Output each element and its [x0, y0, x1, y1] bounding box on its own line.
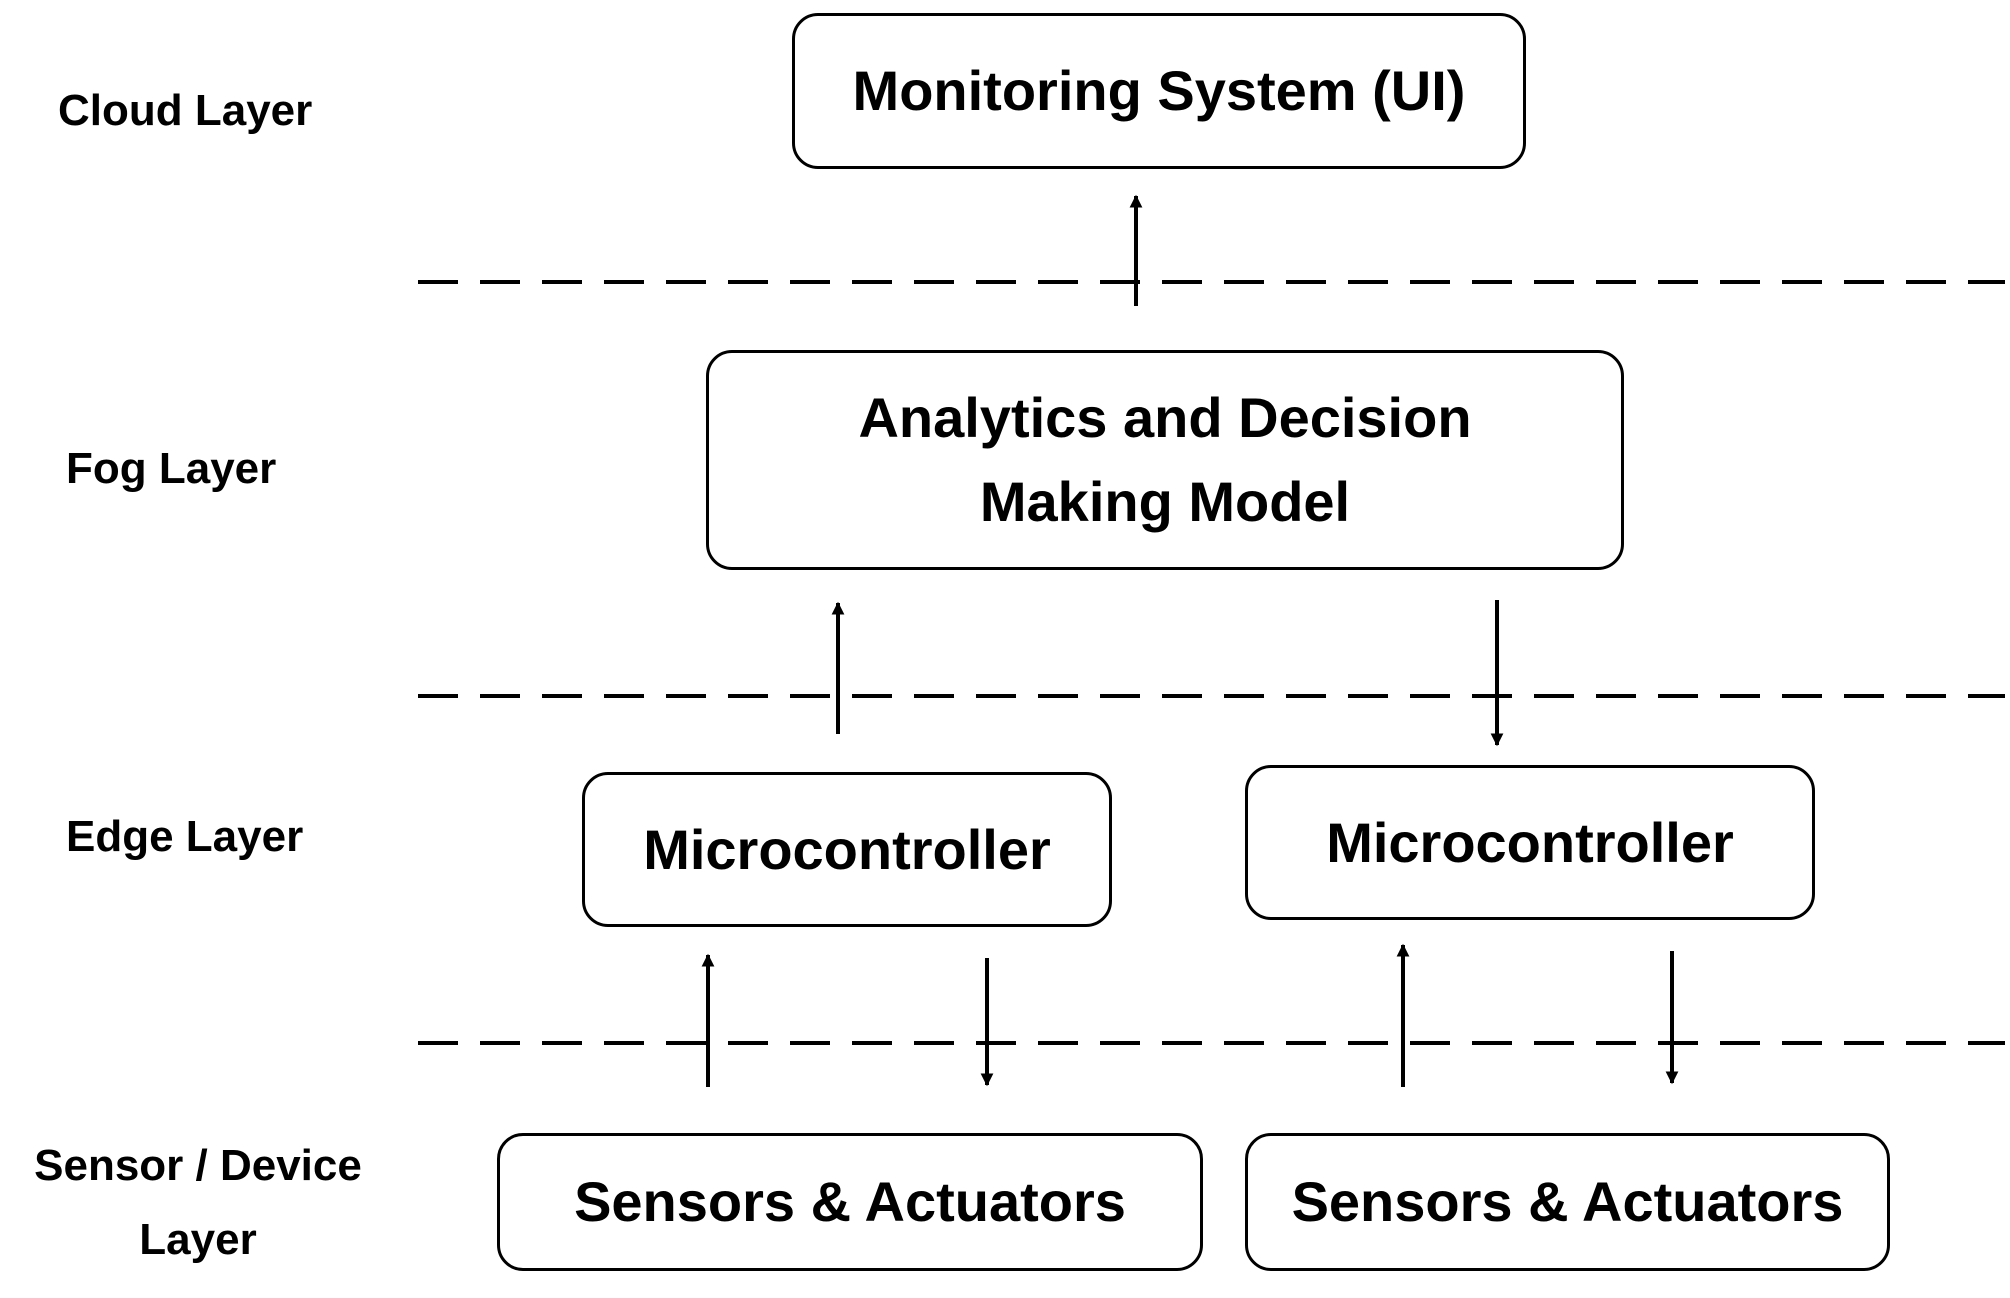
box-microcontroller-left: Microcontroller	[582, 772, 1112, 927]
box-sensors-actuators-left: Sensors & Actuators	[497, 1133, 1203, 1271]
label-cloud-layer: Cloud Layer	[58, 86, 313, 135]
box-microcontroller-right-text: Microcontroller	[1326, 810, 1734, 874]
label-fog-layer: Fog Layer	[66, 444, 277, 493]
box-microcontroller-right: Microcontroller	[1245, 765, 1815, 920]
box-monitoring-system-text: Monitoring System (UI)	[852, 59, 1466, 122]
box-analytics-line1: Analytics and Decision	[858, 386, 1472, 449]
box-microcontroller-left-text: Microcontroller	[643, 817, 1051, 881]
label-sensor-device-layer-line2: Layer	[139, 1215, 257, 1264]
label-sensor-device-layer-line1: Sensor / Device	[34, 1141, 362, 1190]
box-sensors-actuators-right: Sensors & Actuators	[1245, 1133, 1890, 1271]
box-analytics-line2: Making Model	[979, 470, 1351, 533]
label-sensor-device-layer: Sensor / Device Layer	[12, 1129, 384, 1277]
box-sensors-actuators-right-text: Sensors & Actuators	[1291, 1170, 1844, 1233]
box-monitoring-system: Monitoring System (UI)	[792, 13, 1526, 169]
label-edge-layer: Edge Layer	[66, 812, 304, 861]
box-analytics-decision-model: Analytics and Decision Making Model	[706, 350, 1624, 570]
box-sensors-actuators-left-text: Sensors & Actuators	[574, 1170, 1126, 1233]
